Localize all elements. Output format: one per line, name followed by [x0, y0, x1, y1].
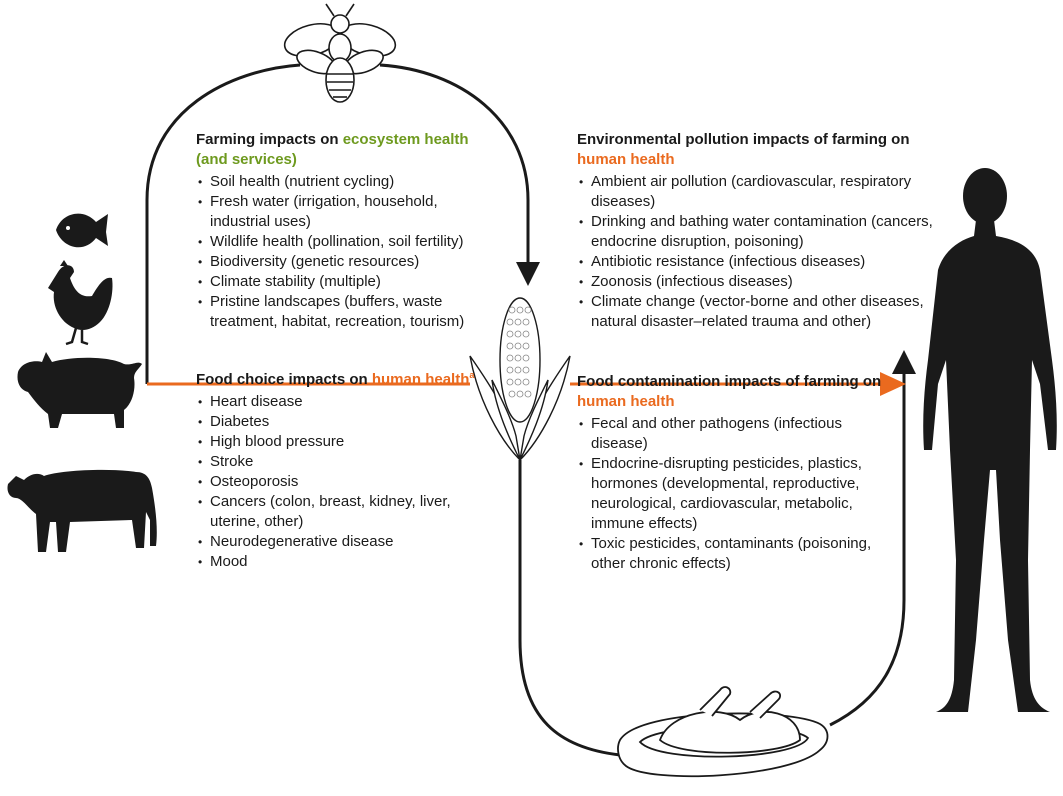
contamination-title-highlight: human health	[577, 393, 675, 410]
pollution-title: Environmental pollution impacts of farmi…	[577, 130, 937, 170]
list-item: Toxic pesticides, contaminants (poisonin…	[577, 534, 897, 574]
list-item: Climate change (vector-borne and other d…	[577, 292, 937, 332]
panel-food-contamination-impacts: Food contamination impacts of farming on…	[577, 372, 897, 574]
list-item: Antibiotic resistance (infectious diseas…	[577, 252, 937, 272]
fish-icon	[56, 213, 108, 248]
orange-flow-arrowhead	[880, 372, 906, 396]
list-item: Cancers (colon, breast, kidney, liver, u…	[196, 492, 496, 532]
food-loop-arrowhead	[892, 350, 916, 374]
pollution-title-highlight: human health	[577, 151, 675, 168]
ecosystem-title-text: Farming impacts on	[196, 131, 343, 148]
food-choice-footnote-marker: a	[469, 370, 475, 380]
human-icon	[923, 168, 1057, 712]
list-item: Fresh water (irrigation, household, indu…	[196, 192, 496, 232]
food-choice-list: Heart disease Diabetes High blood pressu…	[196, 392, 496, 572]
list-item: Drinking and bathing water contamination…	[577, 212, 937, 252]
list-item: Endocrine-disrupting pesticides, plastic…	[577, 454, 897, 534]
contamination-list: Fecal and other pathogens (infectious di…	[577, 414, 897, 574]
list-item: Fecal and other pathogens (infectious di…	[577, 414, 897, 454]
panel-environmental-pollution-impacts: Environmental pollution impacts of farmi…	[577, 130, 937, 332]
list-item: High blood pressure	[196, 432, 496, 452]
bee-icon	[283, 3, 397, 103]
contamination-title: Food contamination impacts of farming on…	[577, 372, 897, 412]
panel-ecosystem-impacts: Farming impacts on ecosystem health (and…	[196, 130, 496, 332]
pig-icon	[17, 352, 142, 428]
panel-food-choice-impacts: Food choice impacts on human healtha Hea…	[196, 370, 496, 573]
list-item: Wildlife health (pollination, soil ferti…	[196, 232, 496, 252]
food-choice-title-highlight: human health	[371, 371, 470, 388]
list-item: Ambient air pollution (cardiovascular, r…	[577, 172, 937, 212]
list-item: Osteoporosis	[196, 472, 496, 492]
pollution-title-text: Environmental pollution impacts of farmi…	[577, 131, 910, 148]
food-loop-line	[518, 372, 906, 757]
cow-icon	[7, 469, 157, 552]
ecosystem-loop-line	[145, 63, 530, 384]
list-item: Zoonosis (infectious diseases)	[577, 272, 937, 292]
chicken-icon	[48, 260, 113, 346]
list-item: Pristine landscapes (buffers, waste trea…	[196, 292, 496, 332]
list-item: Stroke	[196, 452, 496, 472]
ecosystem-loop-arrowhead	[516, 262, 540, 286]
food-choice-title: Food choice impacts on human healtha	[196, 370, 496, 390]
list-item: Heart disease	[196, 392, 496, 412]
roast-chicken-icon	[617, 686, 829, 778]
ecosystem-list: Soil health (nutrient cycling) Fresh wat…	[196, 172, 496, 332]
pollution-list: Ambient air pollution (cardiovascular, r…	[577, 172, 937, 332]
list-item: Climate stability (multiple)	[196, 272, 496, 292]
ecosystem-title-highlight: ecosystem health (and services)	[196, 131, 469, 168]
list-item: Diabetes	[196, 412, 496, 432]
ecosystem-title: Farming impacts on ecosystem health (and…	[196, 130, 496, 170]
contamination-title-text: Food contamination impacts of farming on	[577, 373, 882, 390]
list-item: Soil health (nutrient cycling)	[196, 172, 496, 192]
list-item: Neurodegenerative disease	[196, 532, 496, 552]
list-item: Biodiversity (genetic resources)	[196, 252, 496, 272]
food-choice-title-text: Food choice impacts on	[196, 371, 372, 388]
list-item: Mood	[196, 552, 496, 572]
